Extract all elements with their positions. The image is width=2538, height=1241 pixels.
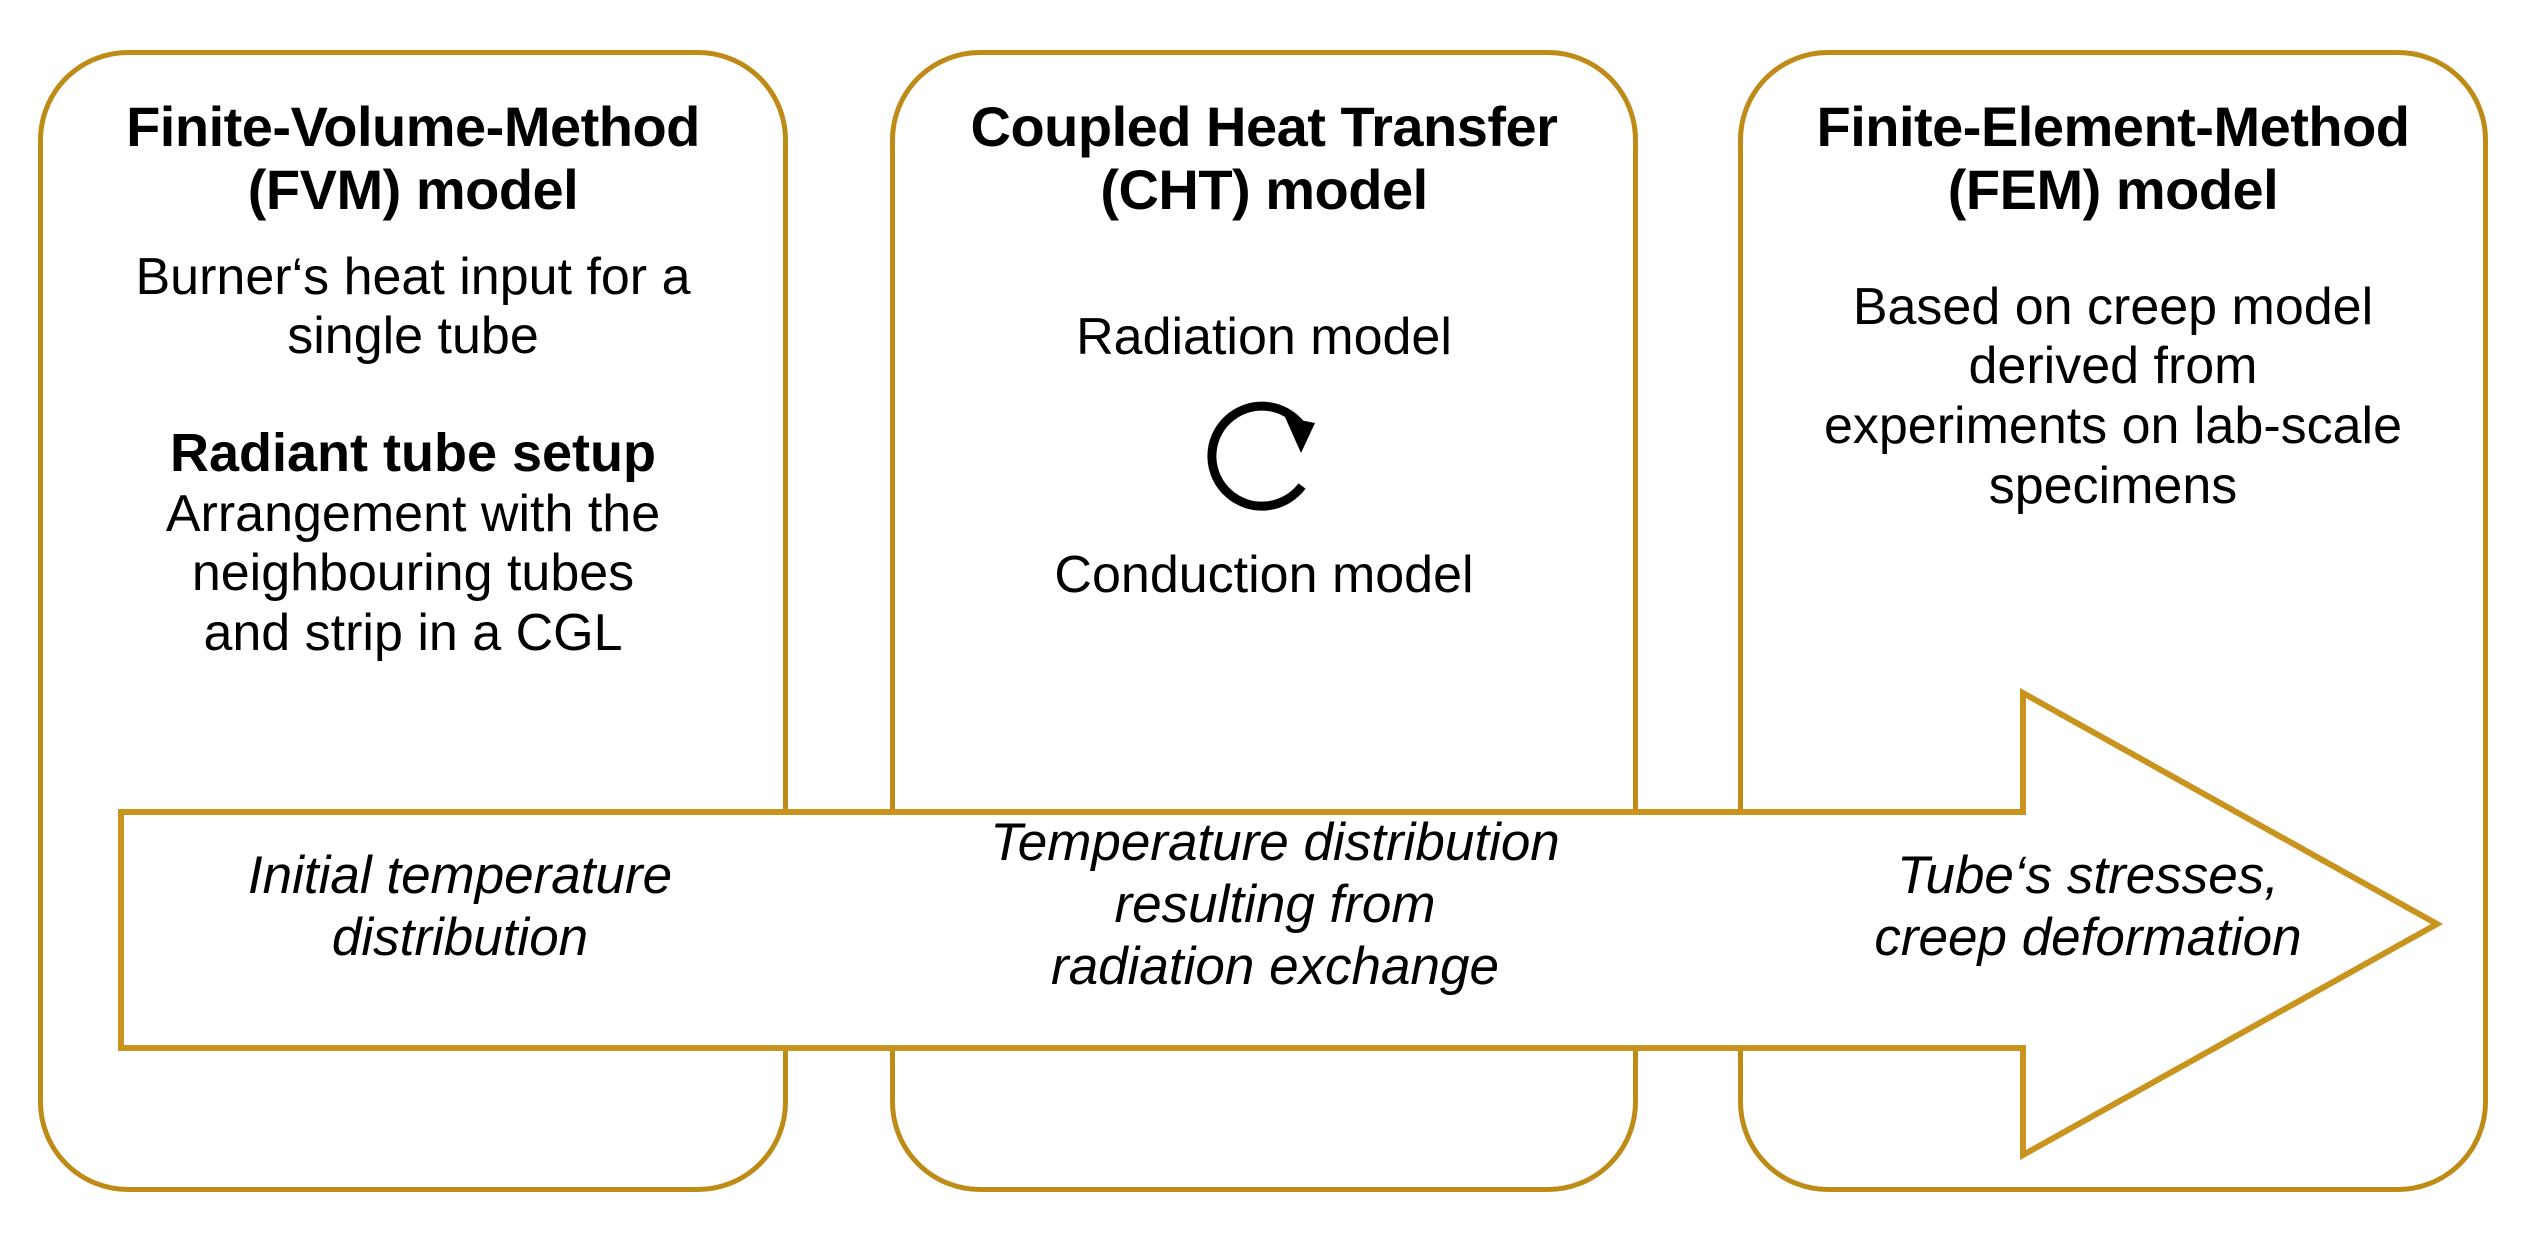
fvm-title: Finite-Volume-Method (FVM) model [126,95,700,222]
model-box-fem: Finite-Element-Method (FEM) model Based … [1738,50,2488,1192]
cht-upper-model: Radiation model [1076,307,1452,366]
arrow-label-temperature-distribution: Temperature distribution resulting from … [990,813,1560,996]
model-box-fvm: Finite-Volume-Method (FVM) model Burner‘… [38,50,788,1192]
fem-title: Finite-Element-Method (FEM) model [1816,95,2410,222]
model-box-cht: Coupled Heat Transfer (CHT) model Radiat… [890,50,1638,1192]
circular-arrow-icon [921,381,1607,536]
fvm-body: Burner‘s heat input for a single tube [135,247,691,366]
spacer [69,222,757,248]
fem-body: Based on creep model derived from experi… [1823,277,2403,515]
cht-lower-model: Conduction model [1054,546,1474,605]
arrow-label-initial-temperature: Initial temperature distribution [247,846,673,967]
cht-content: Coupled Heat Transfer (CHT) model Radiat… [895,55,1633,606]
spacer [921,222,1607,308]
fvm-subbody: Arrangement with the neighbouring tubes … [165,484,661,663]
spacer [69,367,757,423]
spacer [1769,222,2457,278]
fvm-content: Finite-Volume-Method (FVM) model Burner‘… [43,55,783,664]
arrow-label-tube-stresses: Tube‘s stresses, creep deformation [1874,846,2302,967]
fem-content: Finite-Element-Method (FEM) model Based … [1743,55,2483,517]
fvm-subhead: Radiant tube setup [169,423,657,484]
cht-title: Coupled Heat Transfer (CHT) model [970,95,1558,222]
